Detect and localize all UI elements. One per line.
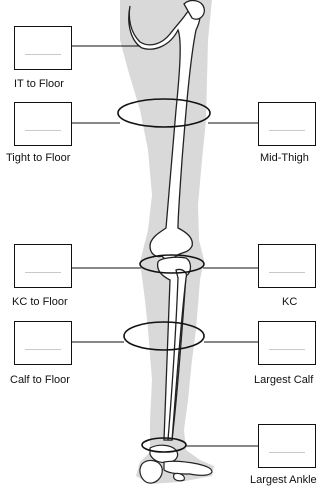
calf-to-floor-input[interactable] xyxy=(14,321,72,365)
input-line xyxy=(25,349,61,350)
kc-to-floor-input[interactable] xyxy=(14,244,72,288)
largest-ankle-label: Largest Ankle xyxy=(250,474,327,486)
mid-thigh-input[interactable] xyxy=(258,102,316,146)
tight-to-floor-label: Tight to Floor xyxy=(6,152,70,164)
largest-ankle-input[interactable] xyxy=(258,424,316,468)
input-line xyxy=(269,272,305,273)
input-line xyxy=(269,130,305,131)
input-line xyxy=(269,349,305,350)
tight-to-floor-input[interactable] xyxy=(14,102,72,146)
kc-label: KC xyxy=(282,296,297,308)
kc-input[interactable] xyxy=(258,244,316,288)
it-to-floor-label: IT to Floor xyxy=(14,78,64,90)
input-line xyxy=(269,452,305,453)
input-line xyxy=(25,272,61,273)
kc-to-floor-label: KC to Floor xyxy=(12,296,68,308)
largest-calf-input[interactable] xyxy=(258,321,316,365)
largest-calf-label: Largest Calf xyxy=(254,374,313,386)
input-line xyxy=(25,54,61,55)
calf-to-floor-label: Calf to Floor xyxy=(10,374,70,386)
input-line xyxy=(25,130,61,131)
it-to-floor-input[interactable] xyxy=(14,26,72,70)
mid-thigh-label: Mid-Thigh xyxy=(260,152,309,164)
